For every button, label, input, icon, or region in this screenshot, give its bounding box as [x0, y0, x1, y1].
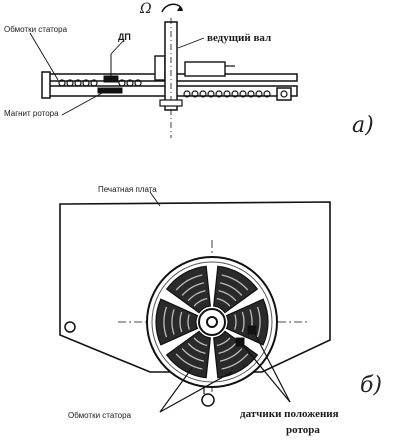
winding-coil-texture — [193, 297, 208, 307]
rotor-hub — [154, 55, 166, 81]
winding-coil-texture — [171, 309, 175, 335]
winding-coil-texture — [216, 337, 231, 347]
winding-coil-texture — [175, 353, 203, 370]
leader-sensor-bottom-2 — [253, 331, 291, 403]
label-drive-shaft: ведущий вал — [207, 32, 271, 44]
label-sensor-abbrev: ДП — [118, 32, 131, 42]
left-end-cap — [41, 71, 51, 99]
leader-stator-bottom-1 — [159, 367, 193, 413]
stator-winding-5 — [155, 298, 199, 346]
rotor-hub-inner — [206, 316, 218, 328]
leader-rotor-magnet — [61, 91, 105, 116]
leader-stator-bottom-2 — [159, 371, 233, 413]
label-pcb: Печатная плата — [98, 185, 157, 194]
winding-coil-texture — [175, 274, 203, 291]
winding-coil-texture — [221, 274, 249, 291]
label-stator-windings-top: Обмотки статора — [4, 25, 68, 34]
pcb-mount-hole-bottom — [201, 393, 215, 407]
winding-coil-texture — [219, 348, 243, 362]
winding-coil-texture — [187, 342, 206, 354]
winding-coil-texture — [187, 314, 190, 330]
leader-pcb — [149, 191, 161, 207]
winding-coil-texture — [218, 342, 237, 354]
winding-coil-texture — [234, 314, 237, 330]
stator-windings-group — [155, 265, 269, 379]
position-sensor-2 — [247, 325, 257, 335]
leader-stator-top — [29, 32, 59, 81]
leader-shaft — [177, 37, 205, 49]
winding-coil-texture — [241, 311, 245, 333]
winding-coil-texture — [219, 282, 243, 296]
winding-coil-texture — [179, 311, 183, 333]
winding-coil-texture — [181, 282, 205, 296]
label-stator-windings-bottom: Обмотки статора — [68, 411, 132, 420]
leader-sensor — [110, 39, 125, 55]
pcb-mount-hole-left — [64, 321, 76, 333]
winding-coil-texture — [163, 306, 168, 338]
stator-winding-2 — [225, 298, 269, 346]
bottom-plan-view — [59, 191, 331, 413]
top-section-view — [29, 3, 298, 138]
rotation-symbol: Ω — [139, 1, 152, 17]
figure-letter-b: б) — [360, 373, 382, 398]
right-bearing — [280, 90, 288, 98]
winding-coil-texture — [181, 348, 205, 362]
right-end-cap — [276, 87, 292, 101]
figure-letter-a: а) — [352, 113, 374, 138]
stator-winding-row-right — [183, 90, 271, 98]
rotor-cup — [184, 61, 226, 77]
shaft-collar — [159, 99, 183, 107]
winding-coil-texture — [193, 337, 208, 347]
stator-winding-row-left — [58, 79, 142, 87]
winding-coil-texture — [256, 306, 261, 338]
winding-coil-texture — [218, 290, 237, 302]
label-position-sensors-1: датчики положения — [240, 408, 339, 420]
winding-coil-texture — [187, 290, 206, 302]
rotor-magnet — [97, 87, 123, 94]
hall-sensor-block — [103, 75, 119, 83]
winding-coil-texture — [216, 297, 231, 307]
position-sensor-1 — [235, 337, 245, 347]
label-rotor-magnet: Магнит ротора — [4, 109, 59, 118]
leader-sensor-bottom-1 — [241, 343, 291, 403]
label-position-sensors-2: ротора — [286, 424, 320, 436]
winding-coil-texture — [221, 353, 249, 370]
